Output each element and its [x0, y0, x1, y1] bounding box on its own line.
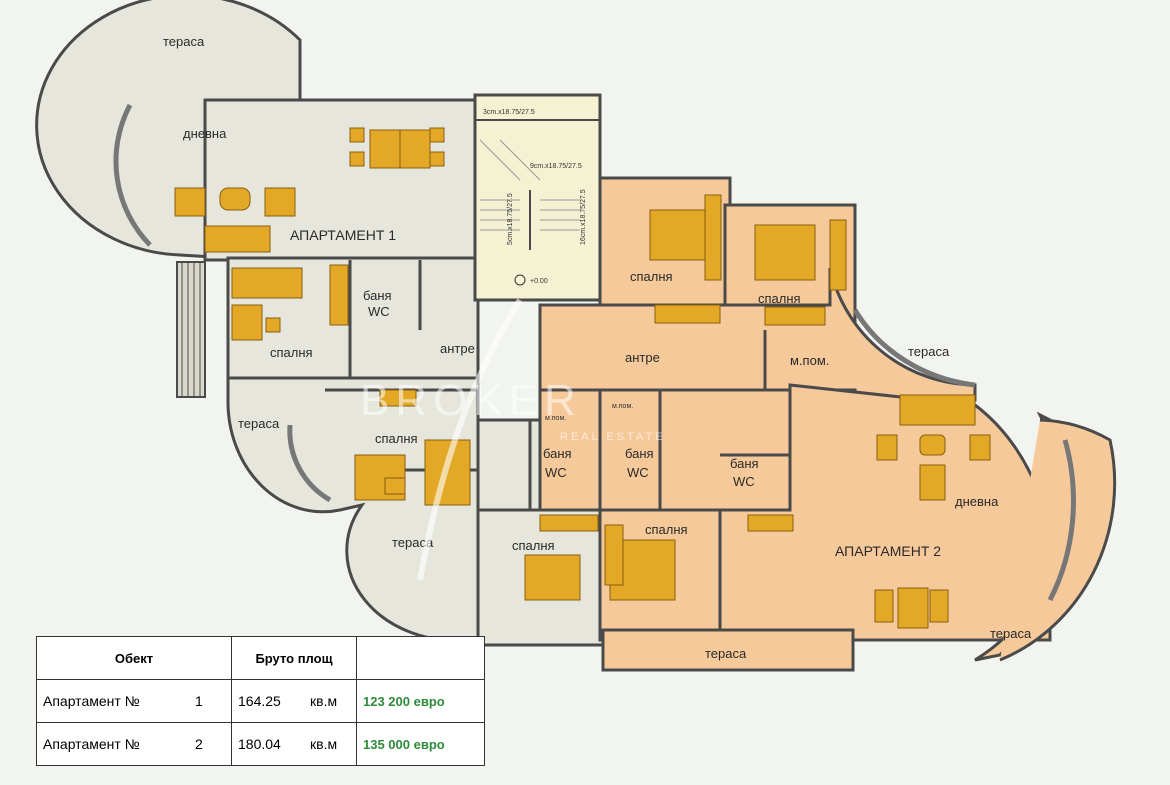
- header-object: Обект: [36, 636, 232, 680]
- apartment-info-table: Обект Бруто площ Апартамент № 1 164.25 к…: [36, 636, 485, 766]
- row-2-name: Апартамент №: [36, 722, 189, 766]
- apt2-terrace-right-label: тераса: [908, 344, 950, 359]
- apt1-wc-label: WC: [368, 304, 390, 319]
- apt2-wc-3-label: WC: [733, 474, 755, 489]
- apt2-bedroom-1-label: спалня: [630, 269, 673, 284]
- apt1-bedroom-1-label: спалня: [270, 345, 313, 360]
- table-row: Апартамент № 2 180.04 кв.м 135 000 евро: [36, 722, 485, 766]
- row-2-num: 2: [189, 722, 232, 766]
- row-2-unit: кв.м: [304, 722, 357, 766]
- apt1-living-label: дневна: [183, 126, 227, 141]
- apt2-bedroom-2-label: спалня: [758, 291, 801, 306]
- apt2-bath-2-label: баня: [625, 446, 654, 461]
- table-header-row: Обект Бруто площ: [36, 636, 485, 680]
- apt1-terrace-left-label: тераса: [238, 416, 280, 431]
- apartment-2: [524, 176, 1117, 672]
- row-1-area: 164.25: [231, 679, 304, 723]
- apt2-wc-2-label: WC: [627, 465, 649, 480]
- header-empty: [356, 636, 485, 680]
- row-1-unit: кв.м: [304, 679, 357, 723]
- apt2-bedroom-4-label: спалня: [512, 538, 555, 553]
- apt2-living-label: дневна: [955, 494, 999, 509]
- stair-note-left: 5cm.x18.75/27.5: [507, 193, 514, 245]
- apt2-utility-small-2-label: м.пом.: [612, 403, 633, 410]
- apt1-bedroom-2-label: спалня: [375, 431, 418, 446]
- row-2-area: 180.04: [231, 722, 304, 766]
- apt2-wc-1-label: WC: [545, 465, 567, 480]
- apt1-hall-label: антре: [440, 341, 475, 356]
- stair-note-right: 16cm.x18.75/27.5: [580, 189, 587, 245]
- stair-note-mid: 9cm.x18.75/27.5: [530, 163, 582, 170]
- room-labels: 3cm.x18.75/27.5 9cm.x18.75/27.5 5cm.x18.…: [163, 34, 1032, 661]
- apt1-title-label: АПАРТАМЕНТ 1: [290, 227, 396, 243]
- row-1-price: 123 200 евро: [356, 679, 485, 723]
- row-1-name: Апартамент №: [36, 679, 189, 723]
- apt1-terrace-top-label: тераса: [163, 34, 205, 49]
- level-mark: +0.00: [530, 278, 548, 285]
- watermark-subtext: REAL ESTATE: [560, 431, 666, 443]
- apt2-hall-label: антре: [625, 350, 660, 365]
- apt2-terrace-bottom-label: тераса: [705, 646, 747, 661]
- apartment-1: [35, 0, 605, 647]
- row-2-price: 135 000 евро: [356, 722, 485, 766]
- broker-watermark-logo: BROKER REAL ESTATE: [360, 298, 666, 581]
- apt2-utility-small-1-label: м.пом.: [545, 415, 566, 422]
- header-gross-area: Бруто площ: [231, 636, 357, 680]
- apt2-title-label: АПАРТАМЕНТ 2: [835, 543, 941, 559]
- stair-note-top: 3cm.x18.75/27.5: [483, 109, 535, 116]
- apt2-terrace-corner-label: тераса: [990, 626, 1032, 641]
- apt2-bedroom-3-label: спалня: [645, 522, 688, 537]
- apt2-utility-label: м.пом.: [790, 353, 829, 368]
- apt1-bath-label: баня: [363, 288, 392, 303]
- apt2-bath-3-label: баня: [730, 456, 759, 471]
- apt2-bath-1-label: баня: [543, 446, 572, 461]
- row-1-num: 1: [189, 679, 232, 723]
- apt1-terrace-bottom-label: тераса: [392, 535, 434, 550]
- table-row: Апартамент № 1 164.25 кв.м 123 200 евро: [36, 679, 485, 723]
- staircase: [473, 93, 602, 302]
